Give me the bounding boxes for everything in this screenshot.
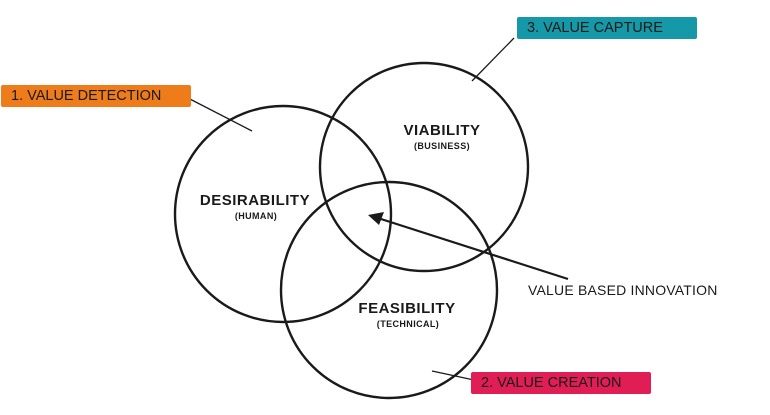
value-creation-leader (431, 370, 475, 381)
feasibility-circle (279, 180, 499, 400)
feasibility-title: FEASIBILITY (358, 300, 455, 317)
value-creation-tag: 2. VALUE CREATION (471, 372, 651, 394)
viability-title: VIABILITY (403, 122, 480, 139)
desirability-subtitle: (HUMAN) (235, 211, 277, 221)
innovation-arrow-line (380, 217, 569, 281)
value-detection-tag: 1. VALUE DETECTION (1, 85, 191, 107)
viability-subtitle: (BUSINESS) (414, 141, 470, 151)
desirability-circle (173, 104, 393, 324)
value-capture-tag: 3. VALUE CAPTURE (517, 17, 697, 39)
innovation-arrow-head (368, 212, 384, 225)
desirability-title: DESIRABILITY (200, 192, 310, 209)
value-based-innovation-label: VALUE BASED INNOVATION (528, 282, 718, 298)
viability-circle (318, 61, 530, 273)
feasibility-subtitle: (TECHNICAL) (377, 319, 439, 329)
value-capture-leader (471, 37, 515, 82)
value-detection-leader (185, 96, 253, 132)
